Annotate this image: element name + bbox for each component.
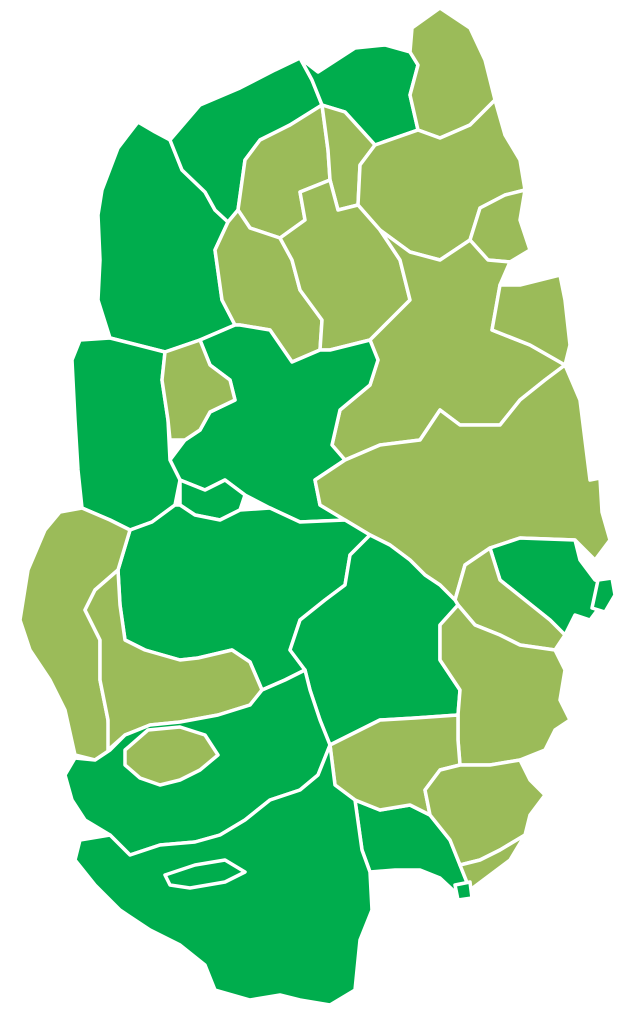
region-31[interactable] [163, 858, 247, 890]
region-12[interactable] [490, 273, 572, 367]
region-15[interactable] [160, 338, 237, 442]
region-33[interactable] [590, 576, 617, 614]
region-34[interactable] [453, 880, 474, 902]
region-29[interactable] [423, 758, 547, 867]
region-32[interactable] [458, 833, 527, 892]
region-25[interactable] [123, 725, 220, 787]
